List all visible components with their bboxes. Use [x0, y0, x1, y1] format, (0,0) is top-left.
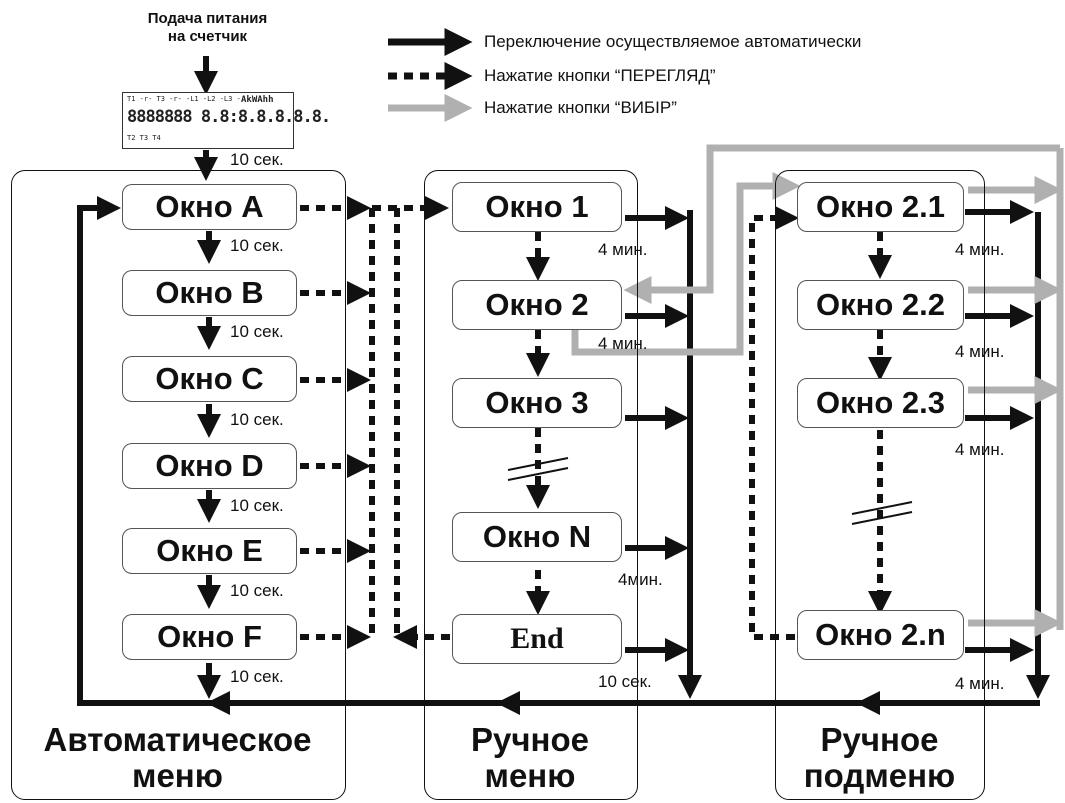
lcd-unit: AkWAhh: [241, 95, 274, 105]
window-e: Окно E: [122, 528, 297, 574]
auto-menu-panel: [11, 170, 346, 800]
window-end: End: [452, 614, 622, 664]
vybir-arrows: [571, 144, 1064, 637]
window-2-2: Окно 2.2: [797, 280, 964, 330]
lcd-display: T1 -r- T3 -r- -L1 -L2 -L3 - AkWAhh 88888…: [122, 92, 331, 149]
manual-menu-title: Ручное меню: [430, 722, 630, 794]
legend-press-peregliad: Нажатие кнопки “ПЕРЕГЛЯД”: [484, 66, 716, 85]
power-on-title: Подача питания на счетчик: [110, 10, 305, 46]
manual-submenu-title-line2: подменю: [803, 757, 956, 794]
window-1: Окно 1: [452, 182, 622, 232]
lcd-bottom-row: T2 T3 T4: [127, 134, 161, 142]
timeout-label: 4мин.: [618, 570, 663, 589]
delay-label: 10 сек.: [230, 410, 284, 429]
window-f: Окно F: [122, 614, 297, 660]
sub-timeout-label: 4 мин.: [955, 440, 1005, 459]
manual-submenu-title: Ручное подменю: [782, 722, 977, 794]
legend-auto-switch: Переключение осуществляемое автоматическ…: [484, 32, 862, 51]
window-2-3: Окно 2.3: [797, 378, 964, 428]
sub-timeout-label: 4 мин.: [955, 240, 1005, 259]
delay-label: 10 сек.: [230, 667, 284, 686]
lcd-top-row: T1 -r- T3 -r- -L1 -L2 -L3 -: [127, 95, 241, 103]
timeout-label: 10 сек.: [598, 672, 652, 691]
delay-label: 10 сек.: [230, 581, 284, 600]
window-d: Окно D: [122, 443, 297, 489]
legend-press-vybir: Нажатие кнопки “ВИБІР”: [484, 98, 677, 117]
sub-timeout-label: 4 мин.: [955, 674, 1005, 693]
delay-label: 10 сек.: [230, 322, 284, 341]
auto-menu-title: Автоматическое меню: [20, 722, 335, 794]
power-on-line2: на счетчик: [167, 28, 248, 45]
auto-menu-title-line2: меню: [132, 757, 223, 794]
manual-menu-title-line2: меню: [484, 757, 576, 794]
sub-timeout-label: 4 мин.: [955, 342, 1005, 361]
manual-submenu-panel: [775, 170, 985, 800]
auto-menu-title-line1: Автоматическое: [43, 721, 312, 758]
window-b: Окно B: [122, 270, 297, 316]
window-n: Окно N: [452, 512, 622, 562]
peregliad-arrows-sub: [749, 206, 892, 640]
return-loop: [77, 196, 1040, 715]
window-2-1: Окно 2.1: [797, 182, 964, 232]
window-2-n: Окно 2.n: [797, 610, 964, 660]
lcd-digits: 8888888 8.8:8.8.8.8.8.: [127, 107, 331, 127]
window-a: Окно A: [122, 184, 297, 230]
manual-menu-panel: [424, 170, 638, 800]
delay-label: 10 сек.: [230, 236, 284, 255]
timeout-label: 4 мин.: [598, 334, 648, 353]
timeout-label: 4 мин.: [598, 240, 648, 259]
manual-submenu-title-line1: Ручное: [820, 721, 939, 758]
manual-menu-title-line1: Ручное: [471, 721, 589, 758]
lcd-delay-label: 10 сек.: [230, 150, 284, 169]
window-3: Окно 3: [452, 378, 622, 428]
window-c: Окно C: [122, 356, 297, 402]
power-on-line1: Подача питания: [147, 10, 268, 27]
delay-label: 10 сек.: [230, 496, 284, 515]
window-2: Окно 2: [452, 280, 622, 330]
peregliad-arrows-auto: [300, 196, 450, 649]
